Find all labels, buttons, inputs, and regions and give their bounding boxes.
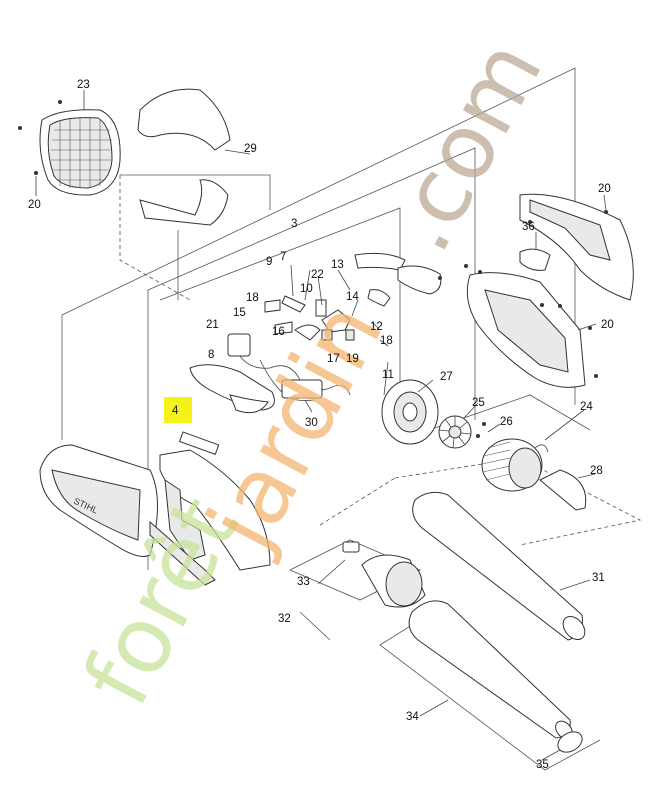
intake-grille-part-23	[39, 109, 121, 196]
callout-31[interactable]: 31	[592, 572, 605, 584]
callout-22[interactable]: 22	[311, 269, 324, 281]
blow-tube-part-31	[412, 491, 586, 641]
cone-part-28	[539, 469, 587, 511]
callout-4[interactable]: 4	[172, 405, 179, 417]
callout-18-right[interactable]: 18	[380, 335, 393, 347]
callout-26[interactable]: 26	[500, 416, 513, 428]
callout-labels: 23 29 20 20 20 3 7 36 9 22 10 13 14 18 1…	[28, 79, 614, 771]
callout-20-right[interactable]: 20	[601, 319, 614, 331]
callout-24[interactable]: 24	[580, 401, 593, 413]
callout-32[interactable]: 32	[278, 613, 291, 625]
callout-9[interactable]: 9	[266, 256, 272, 268]
callout-29[interactable]: 29	[244, 143, 257, 155]
callout-34[interactable]: 34	[406, 711, 419, 723]
coupler-part-32	[342, 541, 426, 608]
callout-14[interactable]: 14	[346, 291, 359, 303]
callout-23[interactable]: 23	[77, 79, 90, 91]
callout-21[interactable]: 21	[206, 319, 219, 331]
callout-12[interactable]: 12	[370, 321, 383, 333]
callout-17[interactable]: 17	[327, 353, 340, 365]
screws	[18, 100, 608, 438]
center-housing	[149, 431, 271, 586]
callout-20-top-right[interactable]: 20	[598, 183, 611, 195]
callout-16[interactable]: 16	[272, 326, 285, 338]
callout-33[interactable]: 33	[297, 576, 310, 588]
callout-27[interactable]: 27	[440, 371, 453, 383]
highlight-box-callout-4	[164, 397, 192, 423]
callout-18-left[interactable]: 18	[246, 292, 259, 304]
callout-36[interactable]: 36	[522, 221, 535, 233]
callout-10[interactable]: 10	[300, 283, 313, 295]
impeller-part-25	[438, 415, 472, 449]
callout-15[interactable]: 15	[233, 307, 246, 319]
callout-3[interactable]: 3	[291, 218, 297, 230]
shell-part-29	[137, 88, 231, 226]
right-housing-shell	[466, 193, 634, 388]
callout-7[interactable]: 7	[280, 251, 286, 263]
callout-20-left[interactable]: 20	[28, 199, 41, 211]
left-housing-shell: STIHL	[39, 444, 158, 557]
callout-11[interactable]: 11	[382, 369, 394, 381]
trigger-handle-part-8	[189, 364, 275, 414]
callout-13[interactable]: 13	[331, 259, 344, 271]
callout-leader-lines	[35, 90, 607, 761]
nozzle-part-34	[408, 600, 573, 740]
small-parts-cluster	[264, 252, 442, 399]
callout-35[interactable]: 35	[536, 759, 549, 771]
callout-25[interactable]: 25	[472, 397, 485, 409]
fan-housing-part-27	[381, 379, 439, 445]
motor-part-24	[481, 438, 549, 492]
callout-30[interactable]: 30	[305, 417, 318, 429]
callout-28[interactable]: 28	[590, 465, 603, 477]
callout-19[interactable]: 19	[346, 353, 359, 365]
callout-8[interactable]: 8	[208, 349, 214, 361]
end-cap-part-35	[557, 731, 583, 753]
